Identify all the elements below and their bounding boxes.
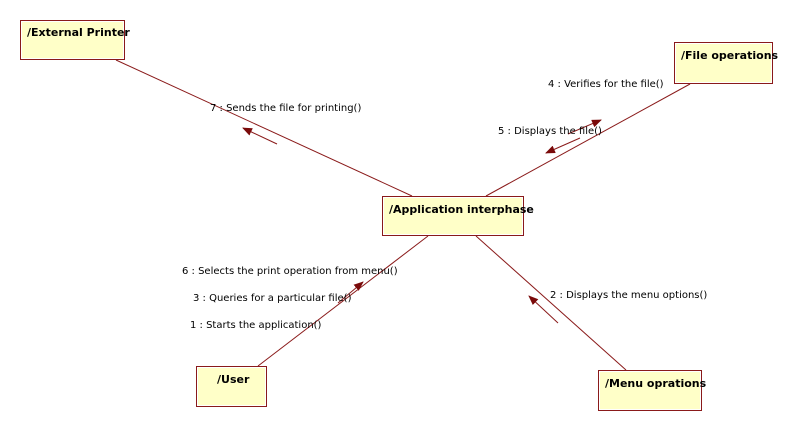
object-menu-operations: /Menu oprations — [598, 370, 706, 411]
message-1-label: 1 : Starts the application() — [190, 320, 322, 331]
object-label: /Menu oprations — [605, 377, 707, 390]
arrow-msg-7 — [242, 127, 278, 145]
message-6-label: 6 : Selects the print operation from men… — [182, 266, 398, 277]
arrow-msg-5 — [545, 137, 581, 154]
message-2-label: 2 : Displays the menu options() — [550, 290, 708, 301]
link-fileops-app — [485, 83, 691, 197]
object-label: /File operations — [681, 49, 779, 62]
object-label: /User — [217, 373, 250, 386]
object-file-operations: /File operations — [674, 42, 778, 84]
message-4-label: 4 : Verifies for the file() — [548, 79, 664, 90]
arrow-msg-2 — [528, 295, 559, 324]
object-external-printer: /External Printer — [20, 20, 130, 60]
object-user: /User — [196, 366, 267, 407]
message-5-label: 5 : Displays the file() — [498, 126, 602, 137]
object-application-interphase: /Application interphase — [382, 196, 534, 236]
message-7-label: 7 : Sends the file for printing() — [210, 103, 362, 114]
arrow-msg-4 — [567, 119, 602, 135]
object-label: /Application interphase — [389, 203, 534, 216]
link-user-app — [257, 235, 429, 367]
message-3-label: 3 : Queries for a particular file() — [193, 293, 352, 304]
arrow-msg-user — [337, 281, 364, 304]
link-menu-app — [475, 235, 627, 371]
link-printer-app — [115, 59, 413, 197]
object-label: /External Printer — [27, 26, 130, 39]
